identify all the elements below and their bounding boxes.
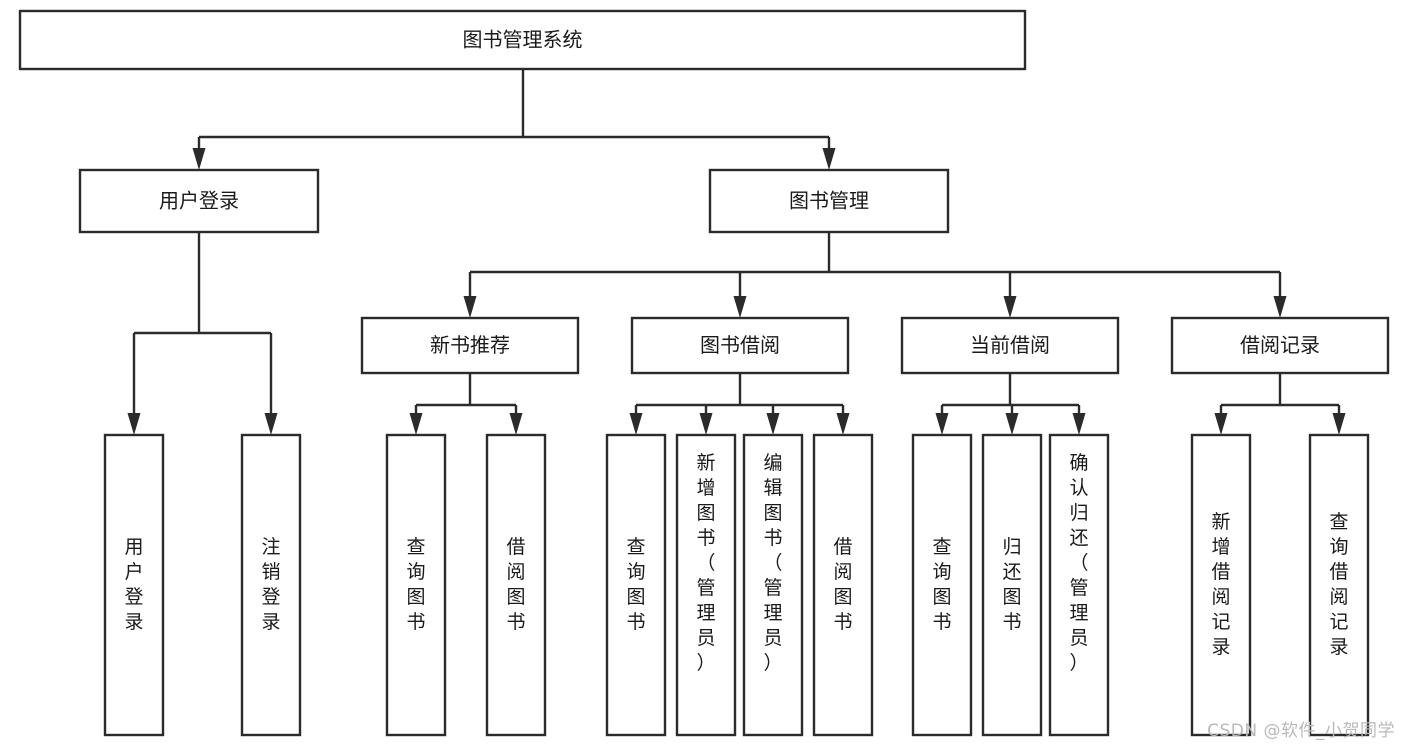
arrow-head-icon bbox=[1214, 413, 1228, 435]
node-layer: 图书管理系统用户登录图书管理新书推荐图书借阅当前借阅借阅记录用户登录注销登录查询… bbox=[18, 9, 1390, 737]
node-current-borrow[interactable]: 当前借阅 bbox=[900, 316, 1120, 375]
node-box[interactable] bbox=[485, 433, 547, 737]
node-label: 新增图书（管理员） bbox=[696, 452, 715, 674]
node-box[interactable] bbox=[675, 433, 737, 737]
node-box[interactable] bbox=[385, 433, 447, 737]
node-box[interactable] bbox=[1308, 433, 1370, 737]
node-leaf-logout[interactable]: 注销登录 bbox=[240, 433, 302, 737]
arrow-head-icon bbox=[1332, 413, 1346, 435]
arrow-head-icon bbox=[192, 148, 206, 170]
node-label: 当前借阅 bbox=[970, 333, 1050, 357]
node-label: 归还图书 bbox=[1002, 536, 1021, 633]
node-box[interactable] bbox=[1048, 433, 1110, 737]
node-label: 图书管理 bbox=[789, 189, 869, 213]
node-box[interactable] bbox=[18, 9, 1027, 71]
arrow-head-icon bbox=[629, 413, 643, 435]
node-label: 图书管理系统 bbox=[463, 28, 583, 52]
arrow-head-icon bbox=[264, 413, 278, 435]
arrow-head-icon bbox=[1005, 413, 1019, 435]
node-label: 用户登录 bbox=[159, 189, 239, 213]
node-box[interactable] bbox=[708, 168, 950, 234]
arrow-head-icon bbox=[935, 413, 949, 435]
arrow-head-icon bbox=[1072, 413, 1086, 435]
connector-group-current-borrow bbox=[935, 373, 1086, 435]
node-leaf-return-book[interactable]: 归还图书 bbox=[981, 433, 1043, 737]
node-root[interactable]: 图书管理系统 bbox=[18, 9, 1027, 71]
arrow-head-icon bbox=[822, 148, 836, 170]
connector-group-book-borrow bbox=[629, 373, 850, 435]
node-leaf-borrow-book-2[interactable]: 借阅图书 bbox=[812, 433, 874, 737]
csdn-watermark: CSDN @软件_小贺同学 bbox=[1207, 721, 1395, 741]
connector-group-user-login bbox=[127, 232, 278, 435]
node-box[interactable] bbox=[360, 316, 580, 375]
arrow-head-icon bbox=[1003, 296, 1017, 318]
node-label: 查询图书 bbox=[626, 536, 645, 633]
arrow-head-icon bbox=[766, 413, 780, 435]
connector-group-borrow-record bbox=[1214, 373, 1346, 435]
node-book-borrow[interactable]: 图书借阅 bbox=[630, 316, 850, 375]
node-box[interactable] bbox=[742, 433, 804, 737]
connector-group-book-manage bbox=[463, 232, 1287, 318]
arrow-head-icon bbox=[836, 413, 850, 435]
node-label: 图书借阅 bbox=[700, 333, 780, 357]
node-label: 查询图书 bbox=[932, 536, 951, 633]
node-book-manage[interactable]: 图书管理 bbox=[708, 168, 950, 234]
node-leaf-edit-book[interactable]: 编辑图书（管理员） bbox=[742, 433, 804, 737]
node-box[interactable] bbox=[981, 433, 1043, 737]
node-label: 借阅图书 bbox=[506, 536, 525, 633]
node-box[interactable] bbox=[78, 168, 320, 234]
node-borrow-record[interactable]: 借阅记录 bbox=[1170, 316, 1390, 375]
arrow-head-icon bbox=[733, 296, 747, 318]
node-label: 借阅记录 bbox=[1240, 333, 1320, 357]
node-label: 注销登录 bbox=[261, 536, 280, 633]
arrow-head-icon bbox=[699, 413, 713, 435]
arrow-head-icon bbox=[409, 413, 423, 435]
node-box[interactable] bbox=[103, 433, 165, 737]
arrow-head-icon bbox=[127, 413, 141, 435]
node-label: 新增借阅记录 bbox=[1211, 511, 1230, 658]
node-leaf-query-book-3[interactable]: 查询图书 bbox=[911, 433, 973, 737]
node-label: 查询图书 bbox=[406, 536, 425, 633]
node-box[interactable] bbox=[630, 316, 850, 375]
node-box[interactable] bbox=[812, 433, 874, 737]
node-label: 新书推荐 bbox=[430, 333, 510, 357]
node-leaf-query-record[interactable]: 查询借阅记录 bbox=[1308, 433, 1370, 737]
connector-group-root bbox=[192, 69, 836, 170]
node-leaf-add-book[interactable]: 新增图书（管理员） bbox=[675, 433, 737, 737]
node-leaf-query-book-2[interactable]: 查询图书 bbox=[605, 433, 667, 737]
node-box[interactable] bbox=[1170, 316, 1390, 375]
node-box[interactable] bbox=[1190, 433, 1252, 737]
connector-group-new-book-rec bbox=[409, 373, 523, 435]
connector-layer bbox=[127, 69, 1346, 435]
node-box[interactable] bbox=[911, 433, 973, 737]
node-leaf-user-login[interactable]: 用户登录 bbox=[103, 433, 165, 737]
node-box[interactable] bbox=[605, 433, 667, 737]
node-label: 查询借阅记录 bbox=[1329, 511, 1348, 658]
node-label: 借阅图书 bbox=[833, 536, 852, 633]
node-leaf-borrow-book-1[interactable]: 借阅图书 bbox=[485, 433, 547, 737]
node-box[interactable] bbox=[900, 316, 1120, 375]
arrow-head-icon bbox=[463, 296, 477, 318]
node-label: 编辑图书（管理员） bbox=[763, 452, 782, 674]
node-label: 用户登录 bbox=[124, 536, 143, 633]
node-box[interactable] bbox=[240, 433, 302, 737]
node-leaf-confirm-return[interactable]: 确认归还（管理员） bbox=[1048, 433, 1110, 737]
arrow-head-icon bbox=[1273, 296, 1287, 318]
node-leaf-query-book-1[interactable]: 查询图书 bbox=[385, 433, 447, 737]
node-label: 确认归还（管理员） bbox=[1069, 452, 1088, 674]
node-leaf-add-record[interactable]: 新增借阅记录 bbox=[1190, 433, 1252, 737]
arrow-head-icon bbox=[509, 413, 523, 435]
node-new-book-rec[interactable]: 新书推荐 bbox=[360, 316, 580, 375]
node-user-login[interactable]: 用户登录 bbox=[78, 168, 320, 234]
